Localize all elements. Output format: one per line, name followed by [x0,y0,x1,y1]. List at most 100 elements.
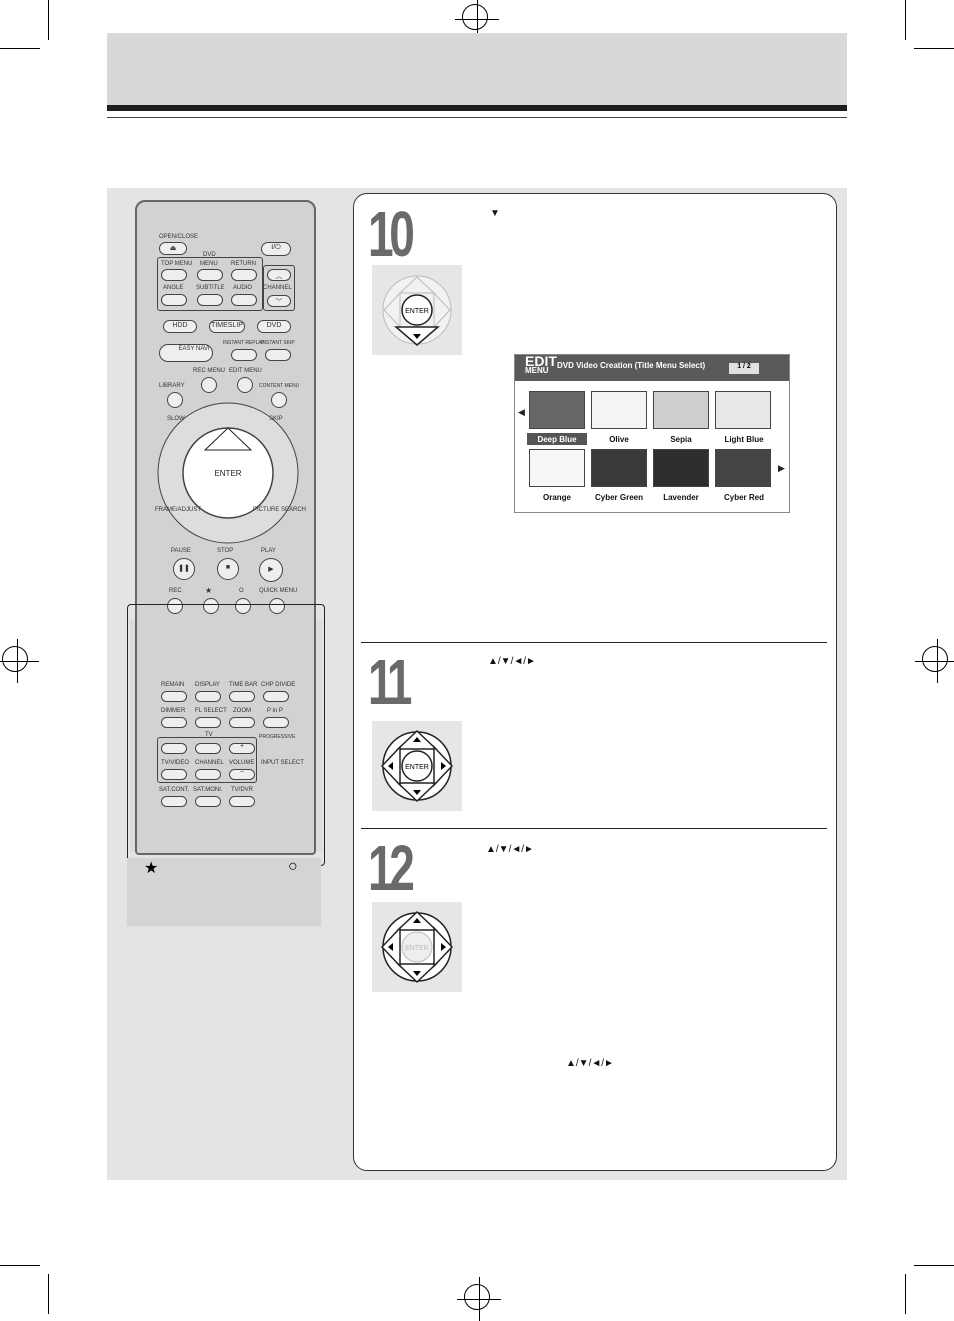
instant-skip-button[interactable] [265,349,291,361]
quick-menu-button[interactable] [269,598,285,614]
registration-mark [915,639,954,683]
crop-mark [0,1265,40,1266]
audio-button[interactable] [231,294,257,306]
channel-group-box [263,265,295,311]
input-select-label: INPUT SELECT [261,760,304,766]
circle-button[interactable] [235,598,251,614]
tv-power-button[interactable] [161,743,187,754]
tv-channel-down-button[interactable] [195,769,221,780]
theme-thumbnail-lavender[interactable] [653,449,709,487]
theme-thumbnail-olive[interactable] [591,391,647,429]
callout-bracket [127,604,325,866]
open-close-button[interactable]: ⏏ [159,242,187,255]
dpad-illustration: ENTER [372,265,462,355]
rec-label: REC [169,588,182,594]
angle-button[interactable] [161,294,187,306]
tv-video-label: TV/VIDEO [161,760,190,766]
circle-label: O [239,588,244,594]
power-button[interactable]: I/⏻ [261,242,291,256]
dpad-all-directions-icon: ENTER [380,729,454,803]
p-in-p-button[interactable] [263,717,289,728]
return-button[interactable] [231,269,257,281]
pause-button[interactable]: ❚❚ [173,558,195,580]
fl-select-button[interactable] [195,717,221,728]
tv-volume-up-button[interactable]: + [229,743,255,754]
stop-button[interactable]: ■ [217,558,239,580]
left-arrow-icon[interactable]: ◀ [518,407,525,417]
library-button[interactable] [167,392,183,408]
return-label: RETURN [231,261,256,267]
zoom-label: ZOOM [233,708,251,714]
crop-mark [48,0,49,40]
dimmer-button[interactable] [161,717,187,728]
theme-label: Deep Blue [537,435,577,444]
chp-divide-button[interactable] [263,691,289,702]
theme-label: Cyber Red [723,493,764,502]
play-label: PLAY [261,548,276,554]
tv-channel-label: CHANNEL [195,760,224,766]
theme-thumbnail-light-blue[interactable] [715,391,771,429]
theme-thumbnail-sepia[interactable] [653,391,709,429]
header-thin-rule [107,117,847,118]
remain-button[interactable] [161,691,187,702]
top-menu-button[interactable] [161,269,187,281]
star-button[interactable] [203,598,219,614]
top-menu-label: TOP MENU [161,261,193,267]
registration-mark [457,1277,501,1321]
easy-navi-button[interactable]: EASY NAVI [159,344,213,362]
volume-label: VOLUME [229,760,255,766]
side-legend-box [127,858,321,926]
library-label: LIBRARY [159,383,185,389]
display-label: DISPLAY [195,682,220,688]
slow-label: SLOW [167,416,185,422]
progressive-label: PROGRESSIVE [259,734,296,740]
audio-label: AUDIO [233,285,253,291]
jog-ring[interactable]: ENTER [155,400,301,546]
theme-thumbnail-cyber-red[interactable] [715,449,771,487]
hdd-button[interactable]: HDD [163,320,197,333]
zoom-button[interactable] [229,717,255,728]
svg-text:ENTER: ENTER [405,764,429,771]
picture-search-label: PICTURE SEARCH [253,507,307,513]
theme-thumbnail-deep-blue[interactable] [529,391,585,429]
dpad-directions-only-icon: ENTER [380,910,454,984]
edit-menu-page-indicator: 1 / 2 [729,363,759,374]
instant-replay-button[interactable] [231,349,257,361]
play-button[interactable]: ▶ [259,558,283,582]
step-number: 10 [368,198,415,270]
step-divider [361,642,827,643]
theme-thumbnail-cyber-green[interactable] [591,449,647,487]
dvd-group-label: DVD [203,252,216,258]
menu-button[interactable] [197,269,223,281]
rec-menu-button[interactable] [201,377,217,393]
dvd-button[interactable]: DVD [257,320,291,333]
channel-up-button[interactable]: ︿ [267,269,291,281]
right-arrow-icon[interactable]: ▶ [778,463,785,473]
edit-menu-title: DVD Video Creation (Title Menu Select) [557,361,706,370]
content-menu-button[interactable] [271,392,287,408]
content-menu-label: CONTENT MENU [259,383,300,389]
tv-channel-up-button[interactable] [195,743,221,754]
display-button[interactable] [195,691,221,702]
crop-mark [905,1274,906,1314]
time-bar-button[interactable] [229,691,255,702]
tv-volume-down-button[interactable]: − [229,769,255,780]
channel-down-button[interactable]: ﹀ [267,295,291,307]
step-instruction: ▼ [490,208,500,219]
tv-dvr-button[interactable] [229,796,255,807]
sat-cont-button[interactable] [161,796,187,807]
sat-moni-button[interactable] [195,796,221,807]
edit-menu-button[interactable] [237,377,253,393]
tv-video-button[interactable] [161,769,187,780]
subtitle-button[interactable] [197,294,223,306]
timeslip-button[interactable]: TIMESLIP [209,320,245,333]
dimmer-label: DIMMER [161,708,186,714]
remain-label: REMAIN [161,682,185,688]
step-instruction: ▲/▼/◄/► [486,844,534,855]
rec-button[interactable] [167,598,183,614]
tv-group-label: TV [205,732,213,738]
theme-thumbnail-orange[interactable] [529,449,585,487]
